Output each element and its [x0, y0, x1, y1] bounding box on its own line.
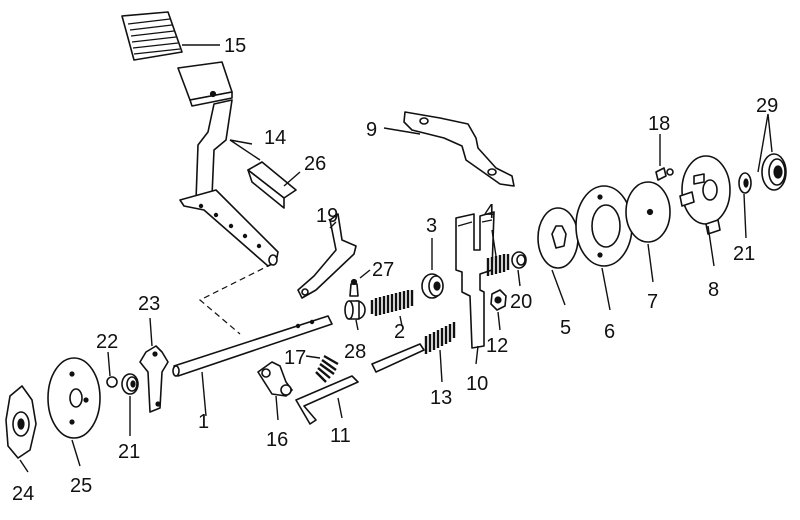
- part-17-spring: [315, 354, 339, 383]
- callout-10: 10: [466, 373, 488, 395]
- callout-20: 20: [510, 291, 532, 313]
- callout-4: 4: [484, 201, 495, 223]
- part-6-friction-ring: [575, 185, 633, 267]
- callout-17: 17: [284, 347, 306, 369]
- callout-numbers: 15 14 26 9 19 27 3 4 20 5 6 7 8 21 29 18…: [12, 35, 778, 505]
- part-10-lever-fork: [455, 211, 495, 349]
- part-16-bracket: [257, 361, 293, 397]
- part-4-spring: [486, 254, 510, 276]
- part-22-ball: [106, 376, 118, 388]
- callout-12: 12: [486, 335, 508, 357]
- callout-22: 22: [96, 331, 118, 353]
- part-14-pedal-arm: [179, 99, 279, 267]
- part-24-flange: [5, 385, 37, 459]
- part-25-disc: [47, 357, 101, 439]
- callout-14: 14: [264, 127, 286, 149]
- callout-7: 7: [647, 291, 658, 313]
- part-1-shaft: [172, 315, 333, 377]
- part-29-bearing: [761, 153, 787, 191]
- callout-26: 26: [304, 153, 326, 175]
- callout-18: 18: [648, 113, 670, 135]
- part-23-arm: [139, 345, 169, 413]
- part-20-nut: [511, 251, 527, 269]
- part-19-lever: [297, 213, 357, 299]
- part-27-grease-nipple: [349, 278, 359, 297]
- leader-lines: [19, 44, 773, 473]
- callout-2: 2: [394, 321, 405, 343]
- callout-16: 16: [266, 429, 288, 451]
- callout-27: 27: [372, 259, 394, 281]
- callout-21-left: 21: [118, 441, 140, 463]
- callout-5: 5: [560, 317, 571, 339]
- part-2-spring: [370, 290, 414, 316]
- part-12-hex-nut: [490, 289, 507, 311]
- callout-8: 8: [708, 279, 719, 301]
- part-26-bracket: [247, 161, 297, 209]
- callout-21-right: 21: [733, 243, 755, 265]
- part-11-bent-rod: [295, 375, 359, 425]
- part-28-bushing: [344, 300, 366, 320]
- part-3-collar: [421, 273, 444, 299]
- assembly-dashed-line: [198, 263, 273, 335]
- part-9-bracket: [403, 111, 515, 187]
- callout-11: 11: [330, 425, 351, 447]
- callout-1: 1: [198, 411, 209, 433]
- callout-15: 15: [224, 35, 246, 57]
- part-15-pedal-pad: [121, 11, 183, 61]
- part-5-splined-disc: [537, 207, 579, 269]
- part-18-pin: [655, 167, 674, 181]
- part-13-rod-spring: [371, 322, 456, 373]
- callout-25: 25: [70, 475, 92, 497]
- callout-13: 13: [430, 387, 452, 409]
- callout-6: 6: [604, 321, 615, 343]
- part-7-plate: [625, 181, 671, 243]
- part-21-washer-right: [738, 172, 752, 194]
- callout-9: 9: [366, 119, 377, 141]
- callout-3: 3: [426, 215, 437, 237]
- callout-29: 29: [756, 95, 778, 117]
- callout-19: 19: [316, 205, 338, 227]
- part-21-bearing-left: [121, 373, 139, 395]
- pedal-arm-block: [177, 61, 233, 107]
- callout-24: 24: [12, 483, 34, 505]
- callout-23: 23: [138, 293, 160, 315]
- part-8-hub: [679, 155, 731, 235]
- callout-28: 28: [344, 341, 366, 363]
